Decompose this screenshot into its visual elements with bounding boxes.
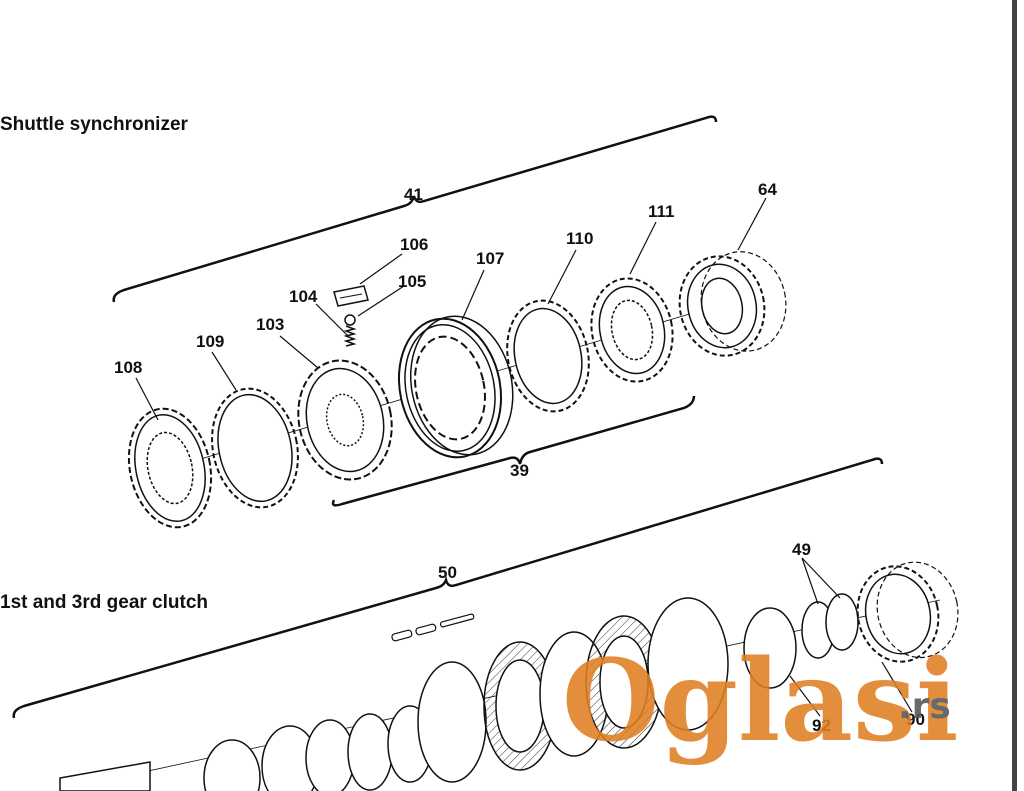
callout-108: 108 [114,358,142,377]
callout-111: 111 [648,202,675,221]
part-49-bearings [801,593,859,659]
callout-41: 41 [404,185,423,204]
leader-lines-clutch [789,557,913,717]
watermark-brand: Oglasi [562,636,959,767]
part-clutch-housing [59,705,433,791]
part-108-gear-ring [127,407,213,529]
part-107-sleeve [397,315,514,459]
watermark-logo: Oglasi .rs [562,636,959,767]
page-edge-line [1012,0,1017,791]
leader-lines-shuttle [135,197,767,421]
callout-49: 49 [792,540,811,559]
watermark-tld: .rs [898,686,951,727]
part-109-synchro-ring [211,387,299,509]
callout-110: 110 [566,229,593,248]
bracket-50 [12,457,884,719]
callout-106: 106 [400,235,428,254]
callout-92: 92 [812,716,831,735]
callout-107: 107 [476,249,504,268]
callout-64: 64 [758,180,777,199]
part-90-gear [856,561,959,663]
part-104-spring [343,325,357,347]
part-64-gear [678,251,787,357]
bracket-41 [112,115,718,303]
callout-50: 50 [438,563,457,582]
callout-39: 39 [510,461,529,480]
part-103-hub [297,359,393,481]
section-title-shuttle-synchronizer: Shuttle synchronizer [0,114,188,135]
section-title-gear-clutch: 1st and 3rd gear clutch [0,592,209,613]
part-clutch-discs [417,597,797,783]
callout-90: 90 [906,710,925,729]
callout-103: 103 [256,315,284,334]
callout-105: 105 [398,272,426,291]
part-110-synchro-ring [506,299,590,413]
callout-104: 104 [289,287,318,306]
callout-109: 109 [196,332,224,351]
part-111-cone-ring [590,277,674,383]
bracket-39 [331,395,696,507]
part-105-ball [344,314,356,326]
part-106-key [333,285,369,307]
part-springs-and-pin [391,613,475,642]
